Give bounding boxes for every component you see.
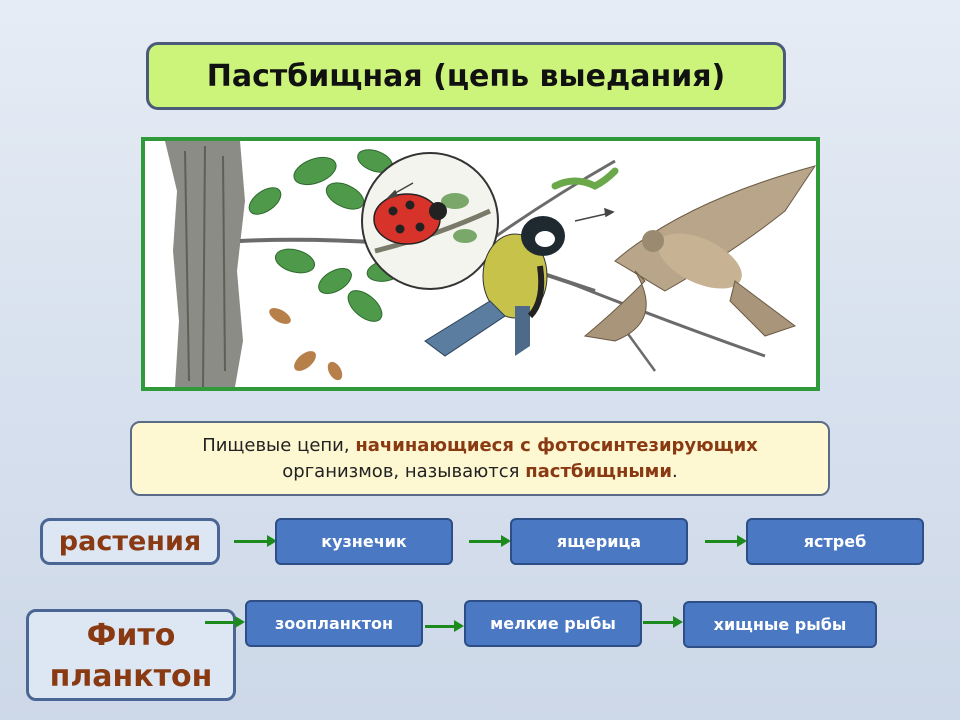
definition-box: Пищевые цепи, начинающиеся с фотосинтези… [130, 421, 830, 496]
definition-highlight-2: пастбищными [525, 461, 672, 482]
chain2-link-2: мелкие рыбы [464, 600, 642, 647]
page-title: Пастбищная (цепь выедания) [146, 42, 786, 110]
hawk-icon [585, 166, 815, 341]
definition-text-2: организмов, называются [282, 461, 525, 482]
chain2-arrow-1 [205, 621, 236, 624]
food-chain-illustration [141, 137, 820, 391]
chain1-link-2: ящерица [510, 518, 688, 565]
chain2-link-1: зоопланктон [245, 600, 423, 647]
chain2-arrow-3 [643, 621, 674, 624]
chain1-link-3: ястреб [746, 518, 924, 565]
definition-text-3: . [672, 461, 678, 482]
fallen-leaves [267, 305, 346, 383]
chain2-source-line1: Фито [87, 618, 176, 653]
chain2-source-line2: планктон [50, 659, 213, 694]
chain2-arrow-2 [425, 625, 455, 628]
chain1-source: растения [40, 518, 220, 565]
chain1-arrow-1 [234, 540, 268, 543]
definition-highlight-1: начинающиеся с фотосинтезирующих [355, 435, 757, 456]
chain1-link-1: кузнечик [275, 518, 453, 565]
chain1-arrow-2 [469, 540, 502, 543]
chain2-link-3: хищные рыбы [683, 601, 877, 648]
food-chain-drawing [145, 141, 816, 387]
definition-text-1: Пищевые цепи, [202, 435, 355, 456]
chain1-arrow-3 [705, 540, 738, 543]
